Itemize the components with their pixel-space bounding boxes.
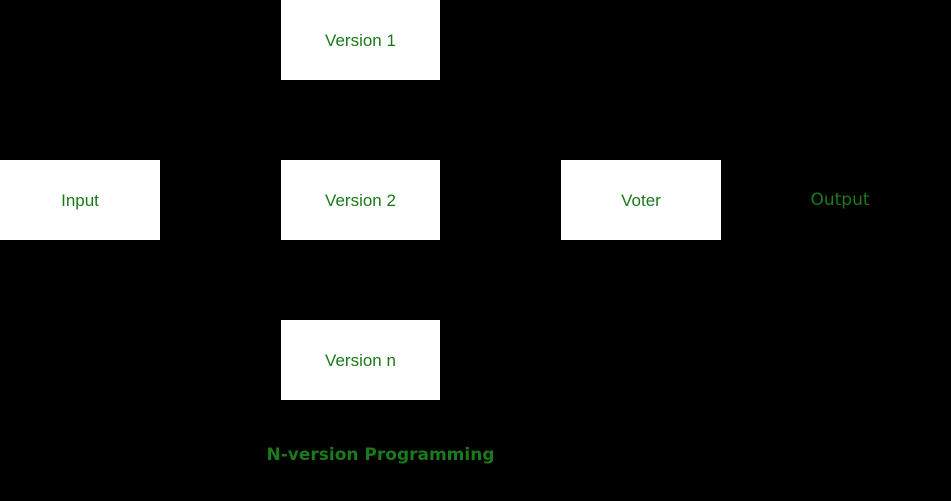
- node-input-label: Input: [61, 190, 99, 210]
- node-version-n-label: Version n: [325, 350, 396, 370]
- diagram-caption: N-version Programming: [266, 444, 495, 465]
- node-version-1-label: Version 1: [325, 30, 396, 50]
- node-version-2[interactable]: Version 2: [281, 160, 440, 240]
- node-version-2-label: Version 2: [325, 190, 396, 210]
- node-voter-label: Voter: [621, 190, 661, 210]
- output-label: Output: [810, 189, 870, 210]
- node-version-n[interactable]: Version n: [281, 320, 440, 400]
- node-input[interactable]: Input: [0, 160, 160, 240]
- node-voter[interactable]: Voter: [561, 160, 721, 240]
- node-version-1[interactable]: Version 1: [281, 0, 440, 80]
